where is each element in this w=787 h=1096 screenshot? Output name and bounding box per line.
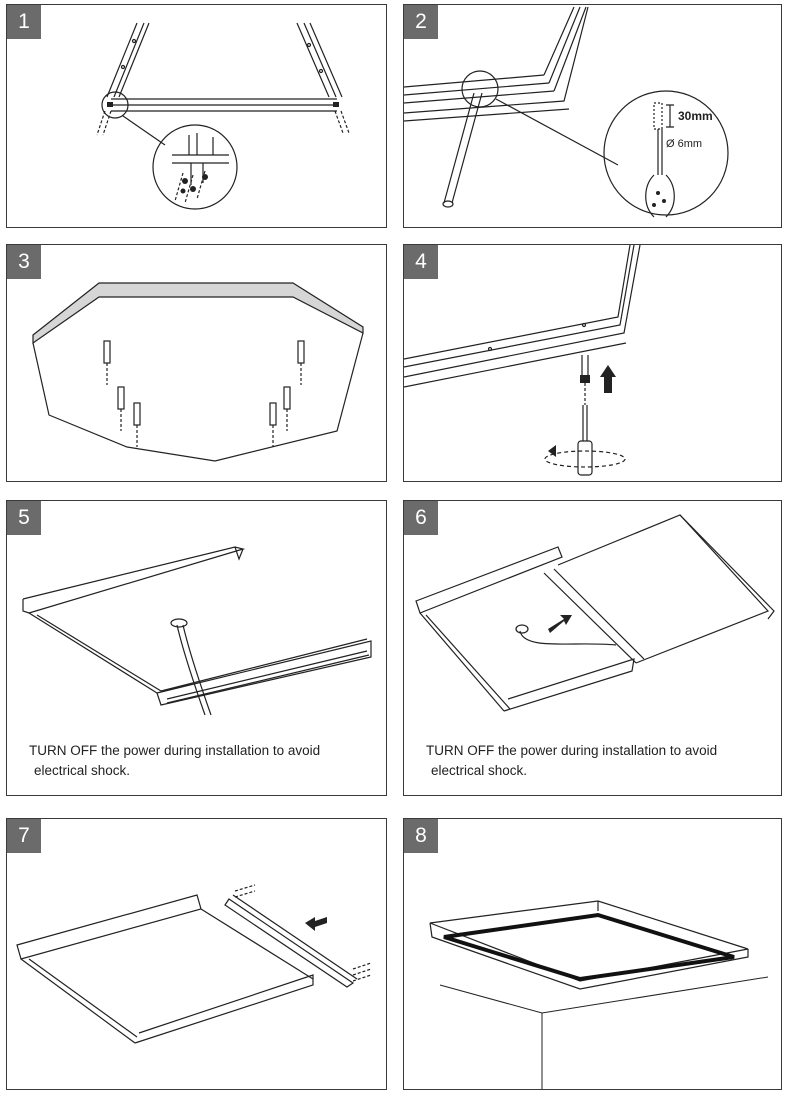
frame-wiring-illustration <box>22 546 372 716</box>
step-5-panel: 5 TURN OFF the power during installation… <box>6 500 387 796</box>
installed-panel-illustration <box>429 900 769 1089</box>
anchor-5 <box>283 386 291 431</box>
step-7-panel: 7 <box>6 818 387 1090</box>
hole-depth-label: 30mm <box>678 109 713 123</box>
warning-line-2: electrical shock. <box>34 763 131 778</box>
warning-line-1: TURN OFF the power during installation t… <box>426 743 718 758</box>
step-3-number: 3 <box>7 245 41 279</box>
step-5-number: 5 <box>7 501 41 535</box>
step-1-panel: 1 <box>6 4 387 228</box>
step-2-number: 2 <box>404 5 438 39</box>
step-3-panel: 3 <box>6 244 387 482</box>
step-1-number: 1 <box>7 5 41 39</box>
step-8-number: 8 <box>404 819 438 853</box>
screw-frame-illustration <box>404 245 641 476</box>
step-4-panel: 4 <box>403 244 782 482</box>
warning-line-1: TURN OFF the power during installation t… <box>29 743 321 758</box>
anchor-3 <box>133 402 141 447</box>
ceiling-anchors-illustration <box>32 282 364 462</box>
anchor-4 <box>297 340 305 385</box>
panel-insertion-illustration <box>415 514 775 712</box>
frame-corner-assembly-illustration <box>96 22 350 210</box>
step-7-number: 7 <box>7 819 41 853</box>
step-6-warning: TURN OFF the power during installation t… <box>426 741 766 781</box>
anchor-2 <box>117 386 125 431</box>
hole-diameter-label: Ø 6mm <box>666 138 702 150</box>
frame-closing-illustration <box>16 884 372 1044</box>
warning-line-2: electrical shock. <box>431 763 528 778</box>
step-6-panel: 6 TURN OFF the power during installation… <box>403 500 782 796</box>
step-8-panel: 8 <box>403 818 782 1090</box>
anchor-6 <box>269 402 277 447</box>
step-6-number: 6 <box>404 501 438 535</box>
step-4-number: 4 <box>404 245 438 279</box>
step-2-panel: 2 30mm Ø 6mm <box>403 4 782 228</box>
step-5-warning: TURN OFF the power during installation t… <box>29 741 369 781</box>
drilling-illustration: 30mm Ø 6mm <box>404 6 729 218</box>
anchor-1 <box>103 340 111 385</box>
